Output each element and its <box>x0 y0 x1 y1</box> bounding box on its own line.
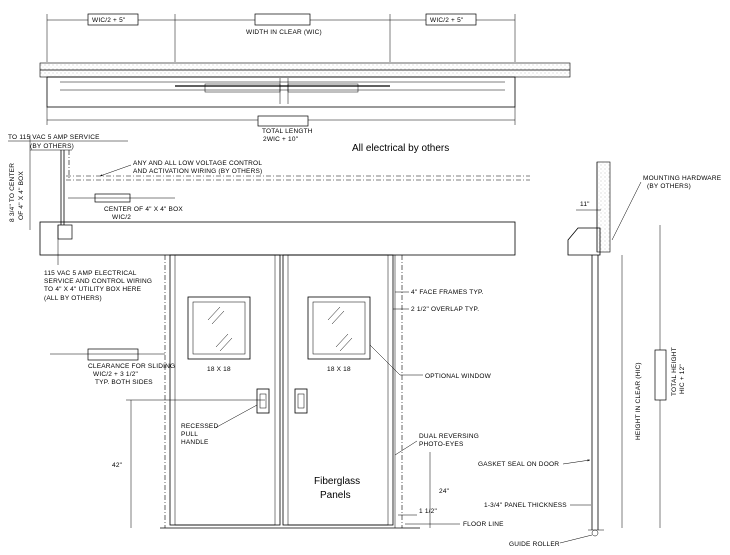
total-length-label: TOTAL LENGTH <box>262 128 313 135</box>
low-voltage-note-2: AND ACTIVATION WIRING (BY OTHERS) <box>133 168 262 175</box>
service-note: TO 115 VAC 5 AMP SERVICE <box>8 134 100 141</box>
front-elevation: TO 115 VAC 5 AMP SERVICE (BY OTHERS) 8 3… <box>8 134 530 529</box>
top-plan-view: WIC/2 + 5" WIDTH IN CLEAR (WIC) WIC/2 + … <box>39 13 571 143</box>
electrical-note-2: SERVICE AND CONTROL WIRING <box>44 278 152 285</box>
clearance-value: WIC/2 + 3 1/2" <box>93 371 139 378</box>
optional-window-note: OPTIONAL WINDOW <box>425 373 492 380</box>
photo-eyes-note-2: PHOTO-EYES <box>419 441 464 448</box>
dim-left-label: WIC/2 + 5" <box>92 17 126 24</box>
window-left-size: 18 X 18 <box>207 366 231 373</box>
dim-right-label: WIC/2 + 5" <box>430 17 464 24</box>
overlap-note: 2 1/2" OVERLAP TYP. <box>411 306 479 313</box>
gasket-note: GASKET SEAL ON DOOR <box>478 461 559 468</box>
photo-eyes-note: DUAL REVERSING <box>419 433 479 440</box>
clearance-note: CLEARANCE FOR SLIDING <box>88 363 175 370</box>
service-note-by-others: (BY OTHERS) <box>30 143 74 150</box>
clearance-both-sides: TYP. BOTH SIDES <box>95 379 153 386</box>
dim-11-label: 11" <box>580 201 590 208</box>
electrical-note-4: (ALL BY OTHERS) <box>44 295 102 302</box>
dim-42-label: 42" <box>112 462 123 469</box>
hic-label: HEIGHT IN CLEAR (HIC) <box>635 362 642 440</box>
pull-handle-left <box>256 388 270 414</box>
center-box-note: CENTER OF 4" X 4" BOX <box>104 206 183 213</box>
pull-handle-note-2: PULL <box>181 431 198 438</box>
electrical-note: 115 VAC 5 AMP ELECTRICAL <box>44 270 137 277</box>
dim-24-label: 24" <box>439 488 450 495</box>
panels-label: Panels <box>320 490 351 501</box>
side-section: 11" MOUNTING HARDWARE (BY OTHERS) HEIGHT… <box>478 161 722 548</box>
total-length-value: 2WIC + 10" <box>263 136 299 143</box>
center-box-wic: WIC/2 <box>112 214 131 221</box>
guide-roller-note: GUIDE ROLLER <box>509 541 560 548</box>
low-voltage-note: ANY AND ALL LOW VOLTAGE CONTROL <box>133 160 262 167</box>
total-height-value: HIC + 12" <box>679 364 686 394</box>
total-height-label: TOTAL HEIGHT <box>671 347 678 396</box>
floor-line-note: FLOOR LINE <box>463 521 504 528</box>
pull-handle-right <box>294 388 308 414</box>
pull-handle-note: RECESSED <box>181 423 218 430</box>
mounting-hardware-by-others: (BY OTHERS) <box>647 183 691 190</box>
electrical-note-3: TO 4" X 4" UTILITY BOX HERE <box>44 286 142 293</box>
panel-thickness-note: 1-3/4" PANEL THICKNESS <box>484 502 567 509</box>
fiberglass-label: Fiberglass <box>314 476 360 487</box>
dim-center-label: WIDTH IN CLEAR (WIC) <box>246 29 322 36</box>
window-right-size: 18 X 18 <box>327 366 351 373</box>
mounting-hardware-note: MOUNTING HARDWARE <box>643 175 722 182</box>
all-electrical-note: All electrical by others <box>352 143 449 154</box>
face-frames-note: 4" FACE FRAMES TYP. <box>411 289 484 296</box>
pull-handle-note-3: HANDLE <box>181 439 209 446</box>
dim-1-5-label: 1 1/2" <box>419 508 437 515</box>
center-box-vertical: 8 3/4" TO CENTER <box>9 163 16 222</box>
center-box-vertical-2: OF 4" X 4" BOX <box>18 171 25 220</box>
